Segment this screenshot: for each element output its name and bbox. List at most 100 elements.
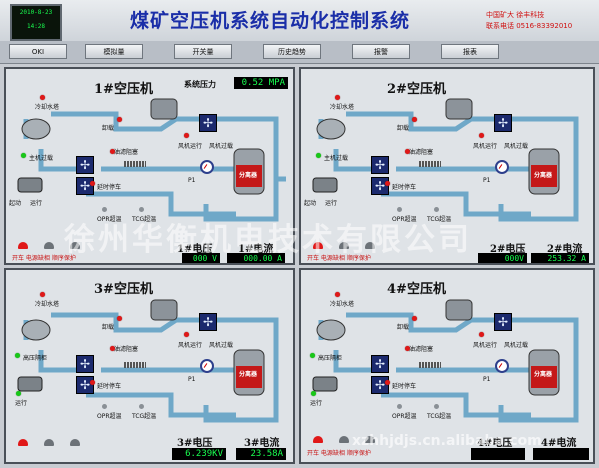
compressor-title: 4#空压机 <box>387 282 446 297</box>
sequence-button[interactable] <box>70 242 80 249</box>
opr-temp-label: OPR超温 <box>97 413 122 420</box>
compressor-panel-4: 4#空压机 冷却水塔 卸载 ✢ 风机运行 风机过载 高压隔柜 ✢ ✢ 油滤阻塞 … <box>299 268 595 464</box>
status-light <box>110 346 115 351</box>
status-light <box>479 332 484 337</box>
compressor-title: 2#空压机 <box>387 82 446 97</box>
voltage-value: 000 V <box>182 253 220 263</box>
disconnect-label: 卸载 <box>102 125 115 132</box>
disconnect-label: 卸载 <box>102 324 115 331</box>
main-overload-label: 主机过载 <box>324 155 349 162</box>
status-light <box>15 353 20 358</box>
run-label: 运行 <box>325 200 338 207</box>
fan-overload-label: 风机过载 <box>209 143 234 150</box>
compressor-panel-2: 2#空压机 冷却水塔 卸载 ✢ 风机运行 风机过载 主机过载 ✢ ✢ 油滤阻塞 … <box>299 67 595 265</box>
nav-button-alarm[interactable]: 报警 <box>352 44 410 59</box>
sequence-button[interactable] <box>365 242 375 249</box>
header-bar: 2010-8-23 14:28 煤矿空压机系统自动化控制系统 中国矿大 徐丰科技… <box>0 0 599 42</box>
current-label: 2#电流 <box>547 244 583 255</box>
status-light <box>412 316 417 321</box>
p1-label: P1 <box>483 376 491 383</box>
separator-label: 分离器 <box>239 371 258 378</box>
delay-stop-label: 延时停车 <box>392 383 417 390</box>
status-light <box>117 117 122 122</box>
pressure-gauge-icon <box>200 359 214 373</box>
p1-label: P1 <box>483 177 491 184</box>
nav-button-history[interactable]: 历史趋势 <box>263 44 321 59</box>
fan-overload-label: 风机过载 <box>209 342 234 349</box>
status-light <box>40 292 45 297</box>
run-label: 运行 <box>30 200 43 207</box>
voltage-label: 4#电压 <box>477 438 513 449</box>
status-light <box>311 391 316 396</box>
status-light <box>184 332 189 337</box>
status-light <box>397 207 402 212</box>
voltage-label: 3#电压 <box>177 438 213 449</box>
status-light <box>385 380 390 385</box>
phase-button[interactable] <box>339 436 349 443</box>
nav-button-report[interactable]: 报表 <box>441 44 499 59</box>
disconnect-label: 卸载 <box>397 125 410 132</box>
cooler-fan-icon: ✢ <box>76 355 94 373</box>
status-light <box>102 404 107 409</box>
start-button[interactable] <box>313 436 323 443</box>
cooler-fan-icon: ✢ <box>76 376 94 394</box>
status-light <box>479 133 484 138</box>
voltage-value <box>471 448 525 460</box>
tcg-temp-label: TCG超温 <box>427 216 452 223</box>
nav-button-analog[interactable]: 模拟量 <box>85 44 143 59</box>
p1-label: P1 <box>188 376 196 383</box>
voltage-value: 6.239KV <box>172 448 226 460</box>
fan-run-label: 风机运行 <box>473 342 498 349</box>
sequence-button[interactable] <box>70 439 80 446</box>
status-light <box>397 404 402 409</box>
start-button[interactable] <box>313 242 323 249</box>
status-light <box>90 380 95 385</box>
clock-time: 14:28 <box>26 23 46 30</box>
current-value: 000.00 A <box>227 253 285 263</box>
status-light <box>21 153 26 158</box>
phase-button[interactable] <box>339 242 349 249</box>
opr-temp-label: OPR超温 <box>392 413 417 420</box>
cooler-fan-icon: ✢ <box>371 355 389 373</box>
voltage-label: 1#电压 <box>177 244 213 255</box>
company-info: 中国矿大 徐丰科技 联系电话 0516-83392010 <box>486 10 572 32</box>
phase-button[interactable] <box>44 439 54 446</box>
pipe-diagram <box>312 98 579 222</box>
cooling-water-label: 冷却水塔 <box>330 301 355 308</box>
status-light <box>335 292 340 297</box>
nav-button-switch[interactable]: 开关量 <box>174 44 232 59</box>
voltage-label: 2#电压 <box>490 244 526 255</box>
delay-stop-label: 延时停车 <box>97 383 122 390</box>
delay-stop-label: 延时停车 <box>392 184 417 191</box>
cooling-water-label: 冷却水塔 <box>35 104 60 111</box>
bottom-flags: 开车 电源缺相 顺序保护 <box>307 450 371 457</box>
cooler-fan-icon: ✢ <box>371 376 389 394</box>
opr-temp-label: OPR超温 <box>97 216 122 223</box>
digital-clock: 2010-8-23 14:28 <box>10 4 62 41</box>
status-light <box>117 316 122 321</box>
start-button[interactable] <box>18 439 28 446</box>
tcg-temp-label: TCG超温 <box>132 216 157 223</box>
status-light <box>184 133 189 138</box>
oil-filter-label: 油滤阻塞 <box>114 346 139 353</box>
fan-overload-label: 风机过载 <box>504 342 529 349</box>
compressor-title: 3#空压机 <box>94 282 153 297</box>
current-label: 1#电流 <box>238 244 274 255</box>
status-light <box>16 391 21 396</box>
tcg-temp-label: TCG超温 <box>427 413 452 420</box>
compressor-panel-3: 3#空压机 冷却水塔 卸载 ✢ 风机运行 风机过载 高压隔柜 ✢ ✢ 油滤阻塞 … <box>4 268 295 464</box>
pipe-diagram <box>312 299 579 423</box>
sequence-button[interactable] <box>365 436 375 443</box>
cooler-fan-icon: ✢ <box>371 156 389 174</box>
company-phone: 联系电话 0516-83392010 <box>486 22 573 30</box>
phase-button[interactable] <box>44 242 54 249</box>
separator-label: 分离器 <box>534 371 553 378</box>
cooler-fan-icon: ✢ <box>76 156 94 174</box>
system-pressure-label: 系统压力 <box>184 80 216 89</box>
run-label: 运行 <box>15 400 28 407</box>
fan-run-label: 风机运行 <box>178 342 203 349</box>
start-button[interactable] <box>18 242 28 249</box>
fan-icon: ✢ <box>494 313 512 331</box>
nav-button-oki[interactable]: OKI <box>9 44 67 59</box>
